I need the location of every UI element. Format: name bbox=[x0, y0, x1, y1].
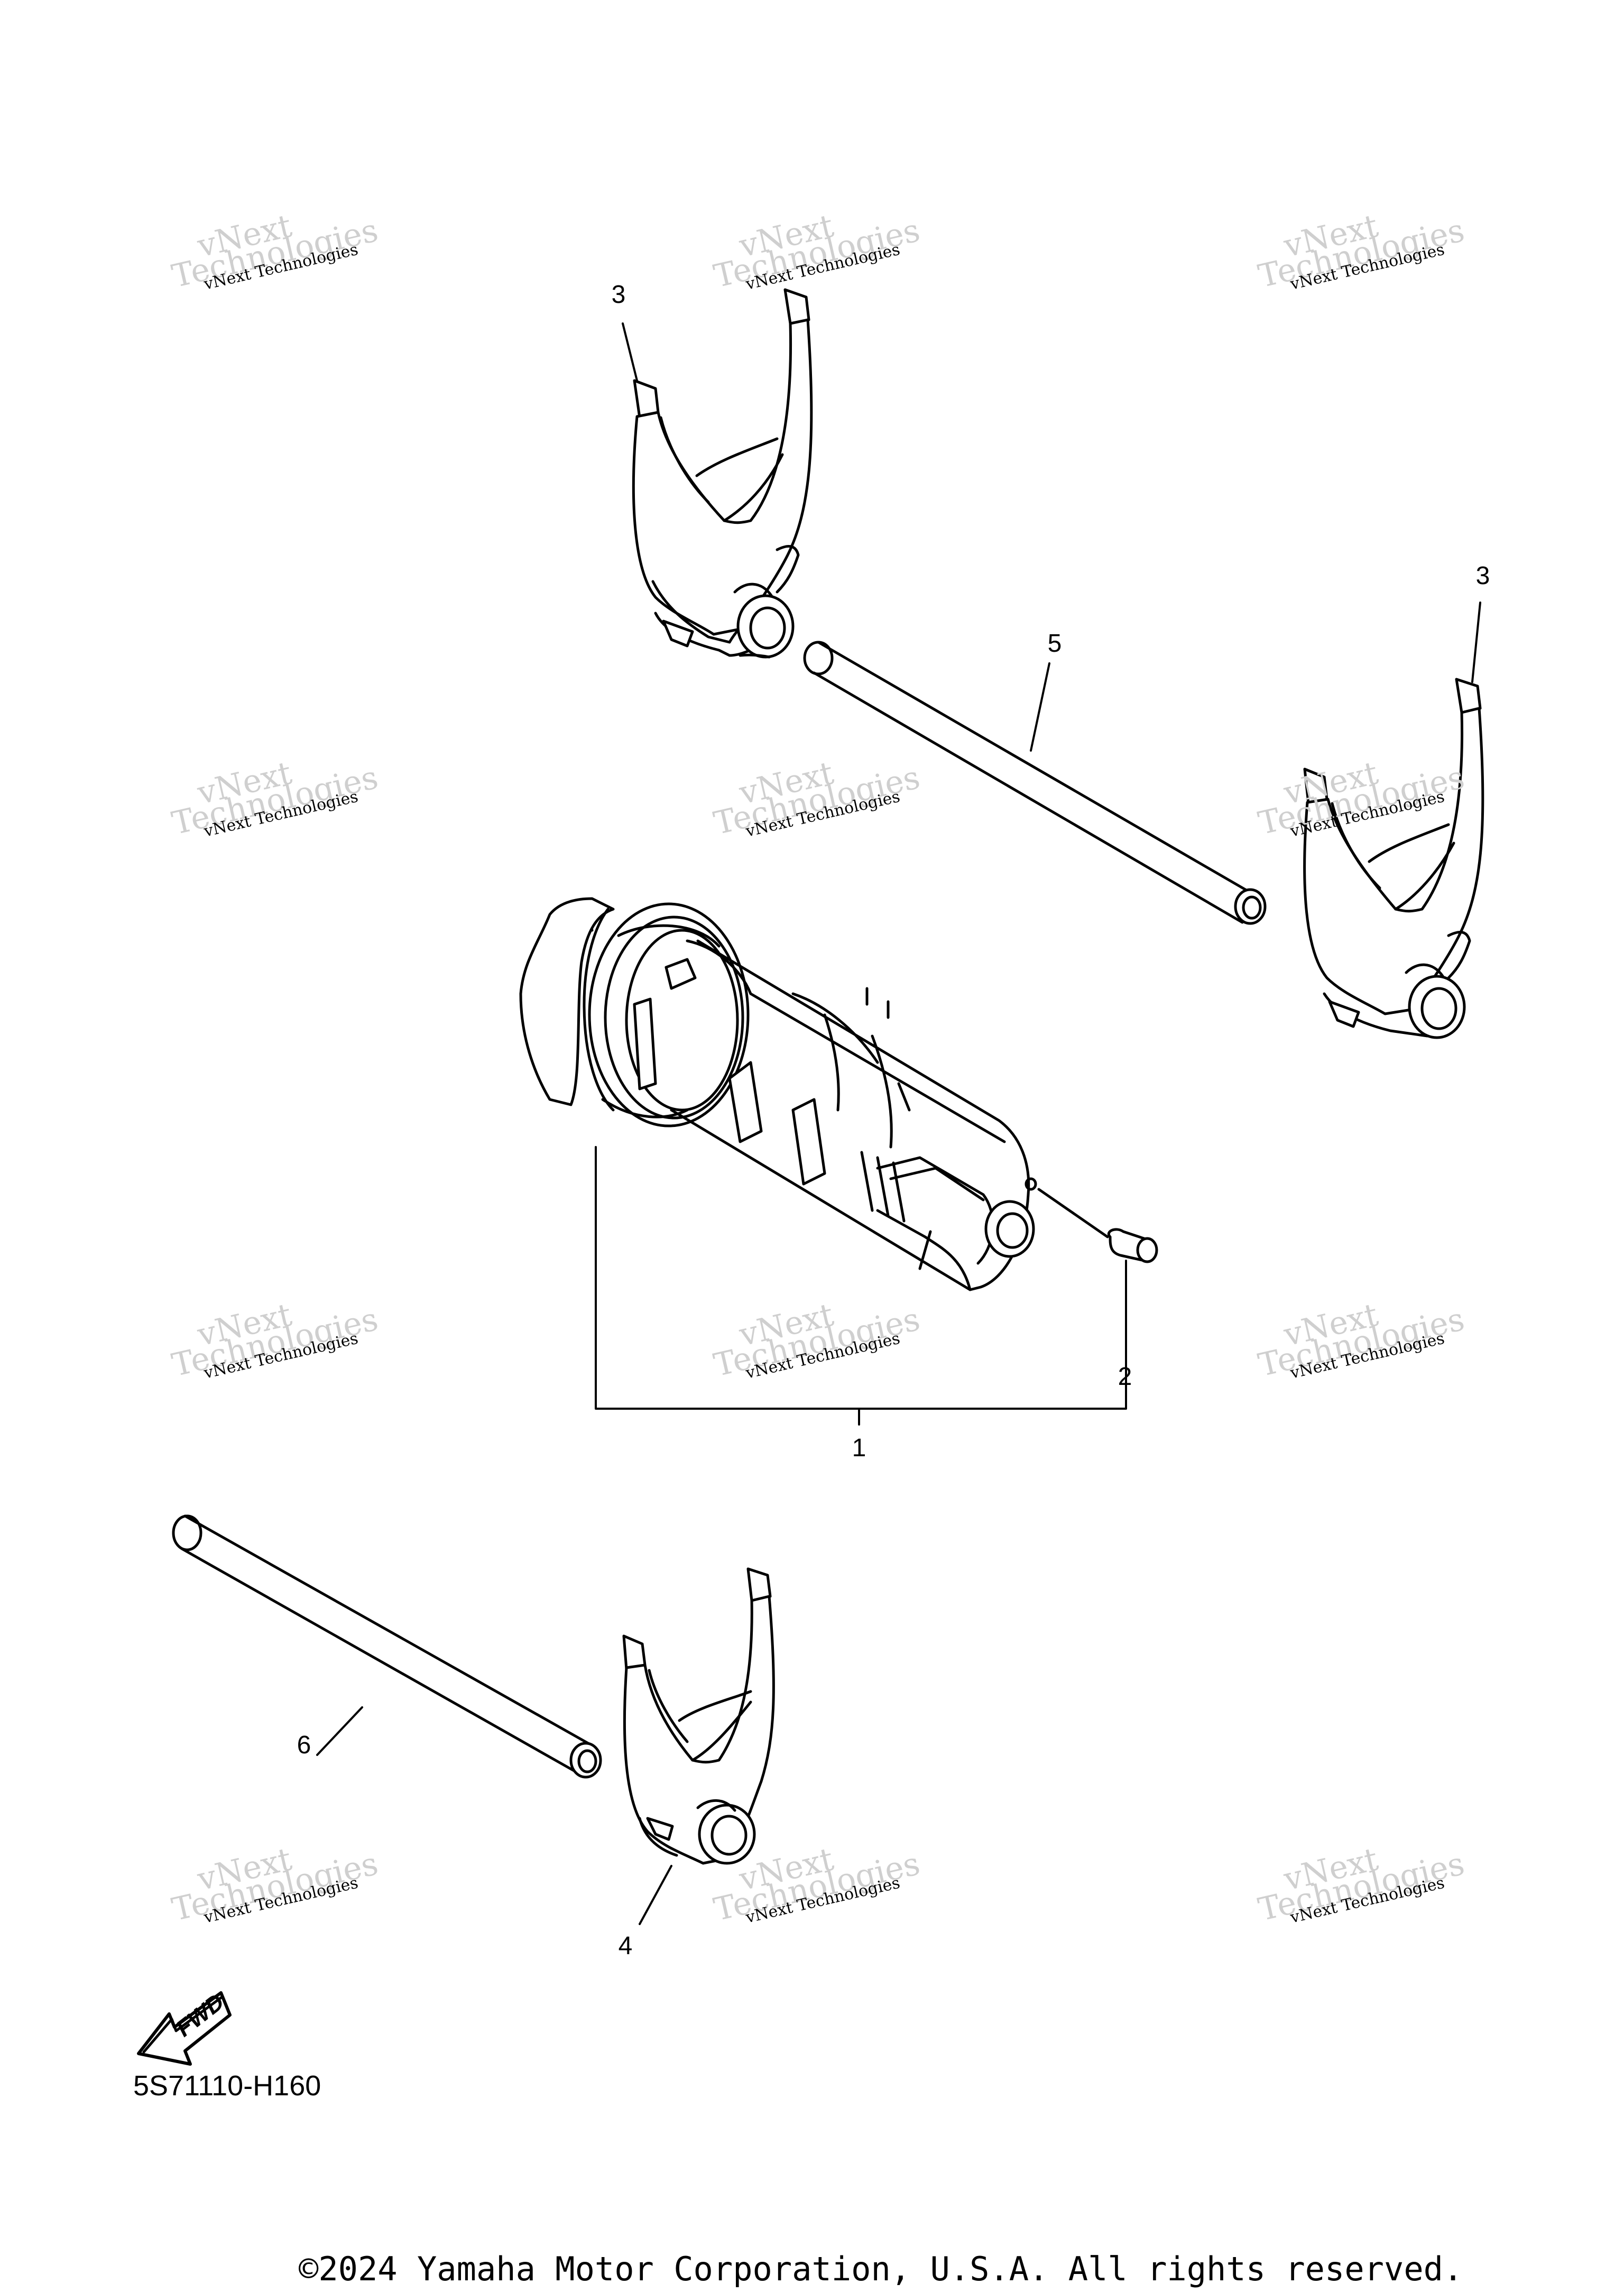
shift-fork-shaft-5 bbox=[803, 641, 1267, 925]
shift-fork-right bbox=[1303, 678, 1484, 1039]
callout-3-upper: 3 bbox=[611, 281, 626, 309]
callout-leaders bbox=[316, 322, 1481, 1925]
callout-4: 4 bbox=[618, 1932, 633, 1960]
shift-fork-shaft-6 bbox=[172, 1514, 602, 1779]
drum-pin-2 bbox=[1037, 1188, 1158, 1263]
callout-2: 2 bbox=[1118, 1363, 1132, 1391]
copyright-notice: ©2024 Yamaha Motor Corporation, U.S.A. A… bbox=[299, 2250, 1463, 2288]
callout-3-right: 3 bbox=[1475, 562, 1490, 590]
diagram-code: 5S71110-H160 bbox=[133, 2070, 321, 2102]
callout-6: 6 bbox=[297, 1731, 311, 1759]
fwd-arrow-icon: FWD bbox=[137, 1989, 232, 2066]
shift-fork-upper bbox=[632, 288, 813, 659]
shift-drum bbox=[519, 897, 1037, 1291]
callout-1: 1 bbox=[852, 1434, 866, 1462]
callout-5: 5 bbox=[1047, 630, 1062, 658]
shift-fork-lower bbox=[622, 1567, 775, 1865]
